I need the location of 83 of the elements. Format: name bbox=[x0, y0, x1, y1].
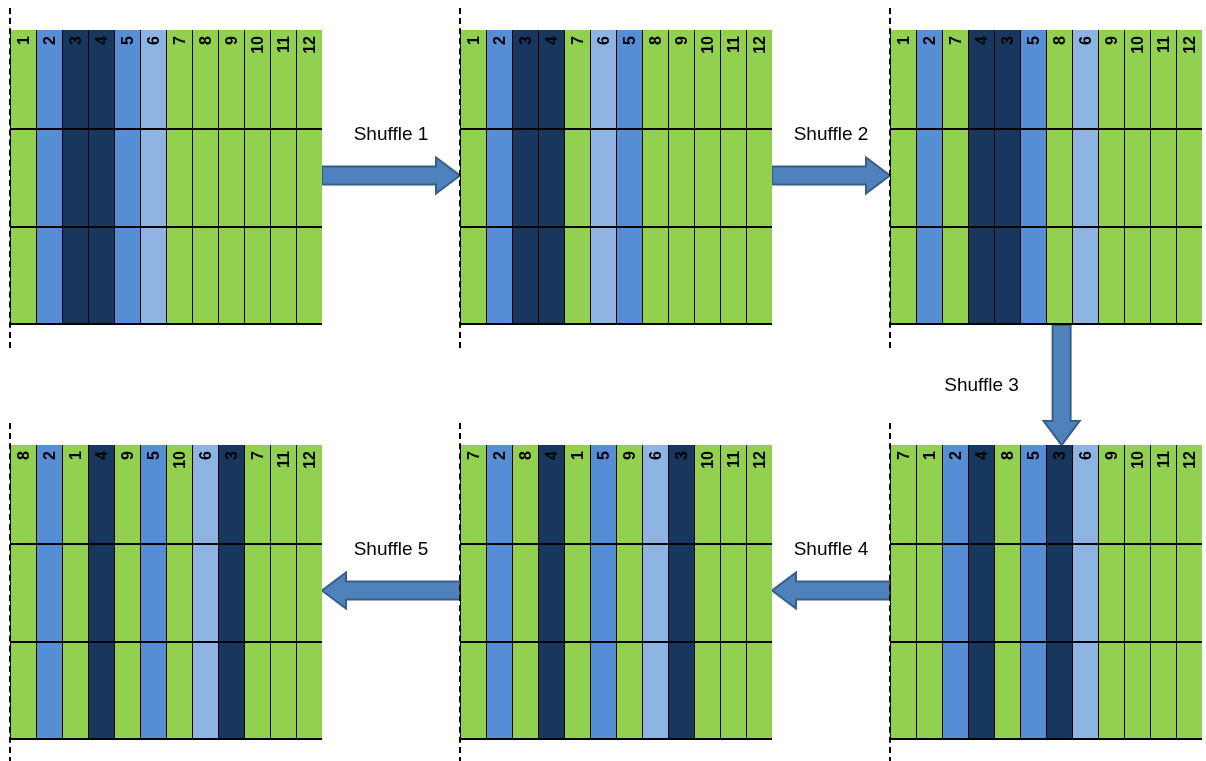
column-number: 2 bbox=[921, 36, 938, 45]
column-number: 2 bbox=[41, 451, 58, 460]
column-number: 12 bbox=[301, 36, 318, 54]
column-number: 10 bbox=[1129, 36, 1146, 54]
column-number: 7 bbox=[895, 451, 912, 460]
column-number: 12 bbox=[751, 36, 768, 54]
column-number: 1 bbox=[569, 451, 586, 460]
column-number: 9 bbox=[621, 451, 638, 460]
column-number: 10 bbox=[699, 36, 716, 54]
column-number: 1 bbox=[15, 36, 32, 45]
column-number: 3 bbox=[673, 451, 690, 460]
column-number: 11 bbox=[1155, 36, 1172, 53]
column-number: 7 bbox=[171, 36, 188, 45]
column-grid bbox=[10, 445, 322, 740]
column-number: 12 bbox=[301, 451, 318, 469]
column-number: 10 bbox=[249, 36, 266, 54]
column-number: 12 bbox=[1181, 36, 1198, 54]
column-grid bbox=[460, 30, 772, 325]
column-number: 1 bbox=[67, 451, 84, 460]
column-number: 8 bbox=[15, 451, 32, 460]
column-number: 2 bbox=[947, 451, 964, 460]
column-number: 1 bbox=[895, 36, 912, 45]
column-grid bbox=[890, 445, 1202, 740]
block-arrow bbox=[320, 570, 461, 611]
column-number: 4 bbox=[543, 451, 560, 460]
column-grid bbox=[890, 30, 1202, 325]
column-number: 6 bbox=[197, 451, 214, 460]
column-number: 11 bbox=[275, 451, 292, 468]
column-number: 5 bbox=[595, 451, 612, 460]
column-number: 12 bbox=[751, 451, 768, 469]
column-number: 9 bbox=[1103, 36, 1120, 45]
column-number: 3 bbox=[223, 451, 240, 460]
column-number: 4 bbox=[973, 36, 990, 45]
column-number: 1 bbox=[921, 451, 938, 460]
column-number: 1 bbox=[465, 36, 482, 45]
column-number: 6 bbox=[1077, 451, 1094, 460]
column-number: 6 bbox=[145, 36, 162, 45]
column-number: 5 bbox=[1025, 36, 1042, 45]
column-number: 8 bbox=[197, 36, 214, 45]
column-number: 7 bbox=[947, 36, 964, 45]
column-number: 8 bbox=[999, 451, 1016, 460]
column-number: 3 bbox=[1051, 451, 1068, 460]
block-arrow bbox=[321, 155, 462, 196]
column-number: 5 bbox=[119, 36, 136, 45]
column-number: 2 bbox=[491, 451, 508, 460]
block-arrow bbox=[771, 155, 892, 196]
column-grid bbox=[460, 445, 772, 740]
column-number: 7 bbox=[249, 451, 266, 460]
column-number: 10 bbox=[699, 451, 716, 469]
column-number: 4 bbox=[543, 36, 560, 45]
column-number: 9 bbox=[223, 36, 240, 45]
column-grid bbox=[10, 30, 322, 325]
column-number: 11 bbox=[1155, 451, 1172, 468]
column-number: 8 bbox=[517, 451, 534, 460]
column-number: 5 bbox=[621, 36, 638, 45]
block-arrow bbox=[770, 570, 891, 611]
column-number: 11 bbox=[275, 36, 292, 53]
column-number: 5 bbox=[145, 451, 162, 460]
column-number: 9 bbox=[1103, 451, 1120, 460]
column-number: 3 bbox=[517, 36, 534, 45]
column-number: 2 bbox=[41, 36, 58, 45]
column-number: 7 bbox=[569, 36, 586, 45]
column-number: 11 bbox=[725, 36, 742, 53]
column-number: 6 bbox=[595, 36, 612, 45]
column-number: 8 bbox=[1051, 36, 1068, 45]
column-number: 5 bbox=[1025, 451, 1042, 460]
column-number: 4 bbox=[93, 451, 110, 460]
column-number: 12 bbox=[1181, 451, 1198, 469]
column-number: 3 bbox=[67, 36, 84, 45]
column-number: 4 bbox=[973, 451, 990, 460]
column-number: 11 bbox=[725, 451, 742, 468]
column-number: 8 bbox=[647, 36, 664, 45]
column-number: 9 bbox=[119, 451, 136, 460]
column-number: 2 bbox=[491, 36, 508, 45]
column-number: 7 bbox=[465, 451, 482, 460]
column-number: 4 bbox=[93, 36, 110, 45]
column-number: 9 bbox=[673, 36, 690, 45]
column-number: 10 bbox=[171, 451, 188, 469]
column-number: 10 bbox=[1129, 451, 1146, 469]
column-number: 3 bbox=[999, 36, 1016, 45]
column-number: 6 bbox=[647, 451, 664, 460]
column-number: 6 bbox=[1077, 36, 1094, 45]
block-arrow bbox=[1041, 324, 1082, 447]
